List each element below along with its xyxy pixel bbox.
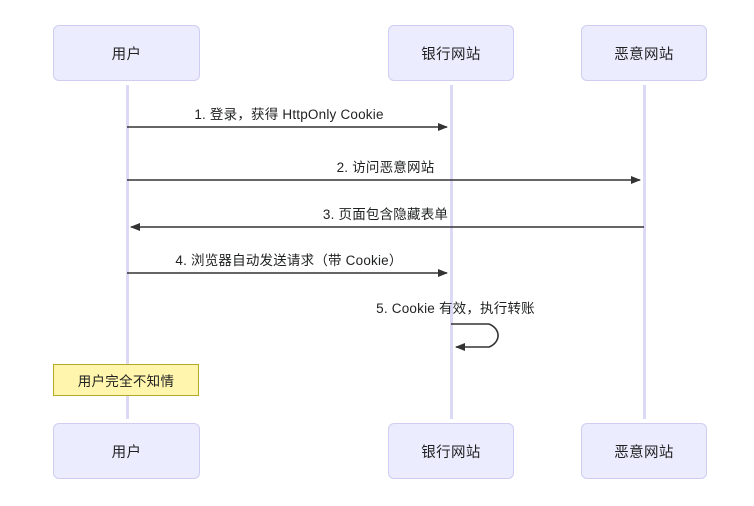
participant-label-evil-bottom: 恶意网站 — [614, 444, 674, 461]
participant-box-evil-top[interactable]: 恶意网站 — [581, 25, 707, 81]
message-arrow-5-self-loop — [451, 323, 499, 351]
message-label-5: 5. Cookie 有效，执行转账 — [376, 301, 535, 316]
message-label-2: 2. 访问恶意网站 — [336, 160, 435, 175]
participant-box-bank-top[interactable]: 银行网站 — [388, 25, 514, 81]
participant-label-bank-bottom: 银行网站 — [421, 444, 481, 461]
lifeline-bank — [450, 85, 453, 419]
lifeline-evil — [643, 85, 646, 419]
participant-label-bank-top: 银行网站 — [421, 46, 481, 63]
participant-box-user-bottom[interactable]: 用户 — [53, 423, 200, 479]
participant-box-user-top[interactable]: 用户 — [53, 25, 200, 81]
participant-label-evil-top: 恶意网站 — [614, 46, 674, 63]
note-user-unaware: 用户完全不知情 — [53, 364, 199, 396]
note-label: 用户完全不知情 — [77, 374, 175, 389]
message-label-1: 1. 登录，获得 HttpOnly Cookie — [194, 107, 384, 122]
lifeline-user — [126, 85, 129, 419]
participant-label-user-top: 用户 — [111, 46, 142, 63]
participant-label-user-bottom: 用户 — [111, 444, 142, 461]
message-label-4: 4. 浏览器自动发送请求（带 Cookie） — [175, 253, 403, 268]
participant-box-evil-bottom[interactable]: 恶意网站 — [581, 423, 707, 479]
message-label-3: 3. 页面包含隐藏表单 — [322, 207, 449, 222]
participant-box-bank-bottom[interactable]: 银行网站 — [388, 423, 514, 479]
